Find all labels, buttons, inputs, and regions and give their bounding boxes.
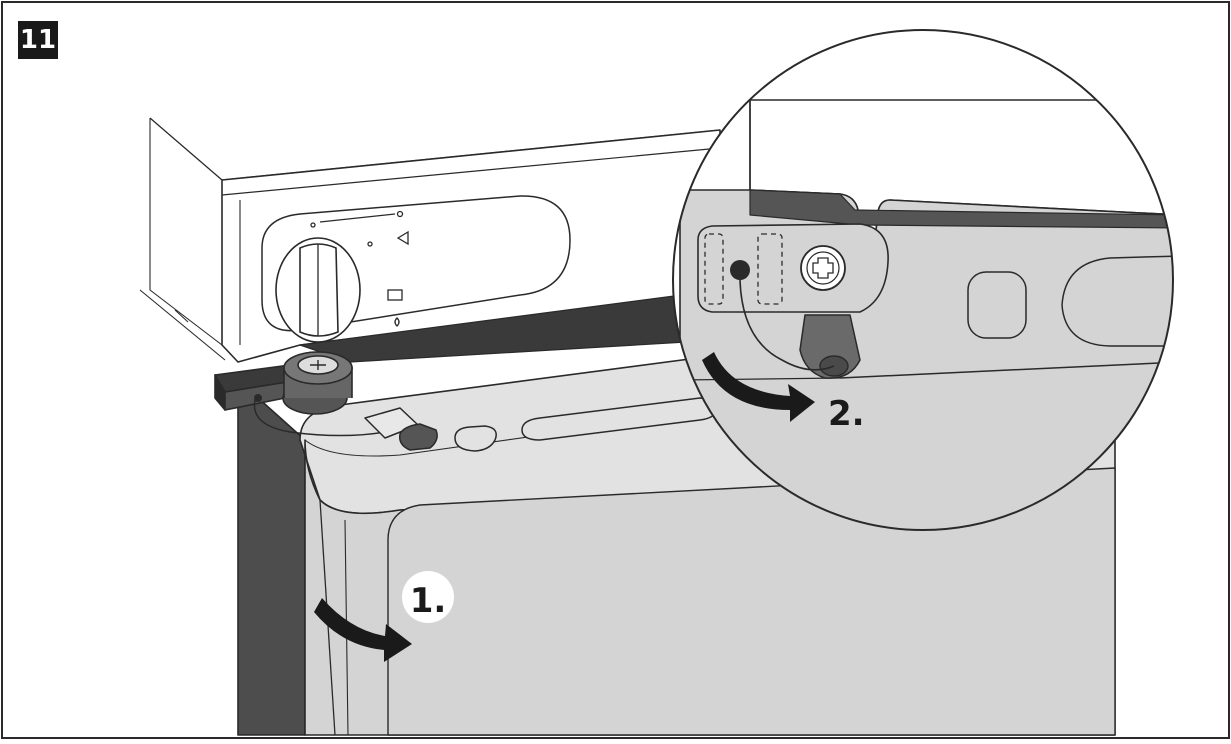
control-knob xyxy=(275,237,361,343)
step-1-label-circle xyxy=(402,571,454,623)
phillips-screw-icon xyxy=(800,245,846,291)
step-2-label: 2. xyxy=(828,394,865,434)
curved-arrow-icon xyxy=(314,598,412,662)
step-number-badge: 11 xyxy=(18,21,58,59)
step-1-label: 1. xyxy=(410,581,447,621)
hinge-bracket xyxy=(214,351,353,415)
cable-anchor xyxy=(254,394,262,402)
curved-arrow-icon xyxy=(702,352,815,422)
panel-symbols xyxy=(310,210,409,327)
latch-clip xyxy=(364,407,438,451)
safety-cable xyxy=(253,399,413,437)
